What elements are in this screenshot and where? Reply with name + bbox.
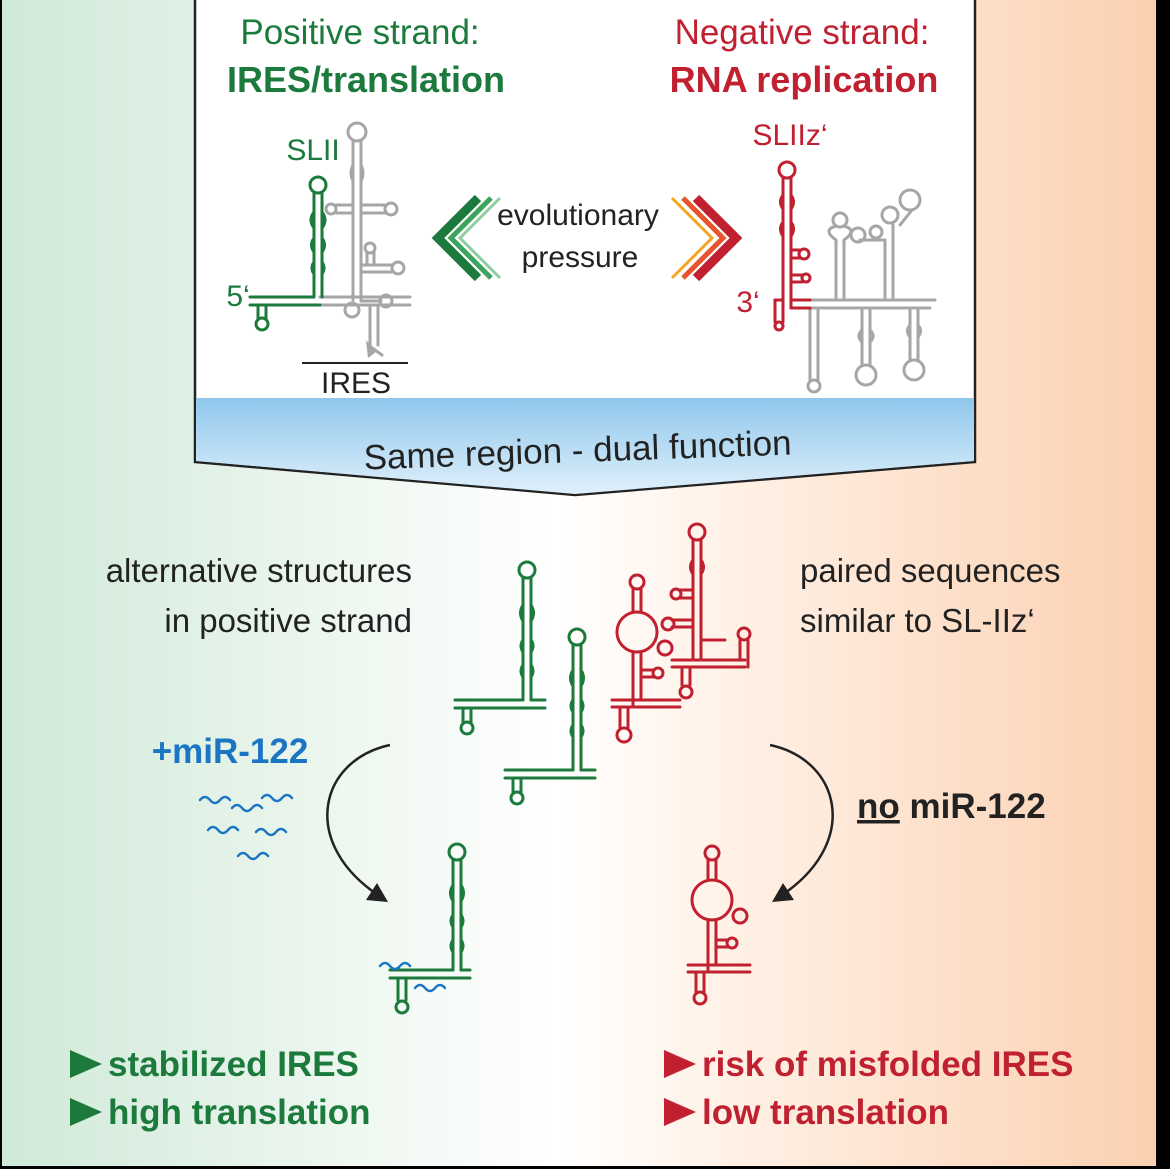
outcome-right-2: low translation <box>664 1093 949 1132</box>
triangle-bullet-icon <box>70 1050 102 1078</box>
left-description-line2: in positive strand <box>164 602 412 639</box>
negative-strand-structure <box>773 160 937 394</box>
outcome-left-2: high translation <box>70 1093 371 1132</box>
outcome-right-2-text: low translation <box>702 1093 949 1132</box>
triangle-bullet-icon <box>664 1050 696 1078</box>
sliiz-label: SLIIz‘ <box>752 119 827 152</box>
top-panel: Same region - dual function Positive str… <box>193 0 977 497</box>
chevron-left-icon <box>431 194 502 282</box>
outcome-left-2-text: high translation <box>108 1093 371 1132</box>
right-description-line2: similar to SL-IIz‘ <box>800 602 1035 639</box>
frame-right <box>1156 0 1170 1169</box>
misfolded-ires-structure <box>686 844 752 1006</box>
positive-strand-structure <box>248 121 412 358</box>
mirna-squiggle-icon <box>198 793 294 861</box>
outcome-left-1-text: stabilized IRES <box>108 1045 359 1084</box>
pressure-line2: pressure <box>522 241 639 274</box>
positive-strand-heading: Positive strand: <box>240 13 479 52</box>
outcome-right-1-text: risk of misfolded IRES <box>702 1045 1073 1084</box>
negative-strand-heading: Negative strand: <box>675 13 930 52</box>
right-description-line1: paired sequences <box>800 552 1061 589</box>
stabilized-ires-structure <box>378 842 472 1015</box>
slii-label: SLII <box>286 134 339 167</box>
positive-strand-subheading: IRES/translation <box>227 59 505 100</box>
red-alternative-structures <box>610 522 752 744</box>
triangle-bullet-icon <box>664 1098 696 1126</box>
no-mir122-label: no miR-122 <box>857 787 1046 826</box>
plus-mir122-label: +miR-122 <box>152 732 309 771</box>
no-underlined: no <box>857 787 900 826</box>
triangle-bullet-icon <box>70 1098 102 1126</box>
curved-arrow-icon-right <box>769 743 834 902</box>
negative-strand-subheading: RNA replication <box>670 59 939 100</box>
chevron-right-icon <box>670 194 743 282</box>
five-prime-label: 5‘ <box>226 280 249 313</box>
three-prime-label: 3‘ <box>736 286 759 319</box>
outcome-right-1: risk of misfolded IRES <box>664 1045 1073 1084</box>
pressure-line1: evolutionary <box>497 199 659 232</box>
green-alternative-structures <box>453 560 597 806</box>
frame-bottom <box>0 1166 1170 1169</box>
ires-label: IRES <box>321 367 391 400</box>
left-description-line1: alternative structures <box>106 552 412 589</box>
curved-arrow-icon-left <box>326 743 391 902</box>
outcome-left-1: stabilized IRES <box>70 1045 359 1084</box>
no-mir-rest: miR-122 <box>900 787 1046 826</box>
